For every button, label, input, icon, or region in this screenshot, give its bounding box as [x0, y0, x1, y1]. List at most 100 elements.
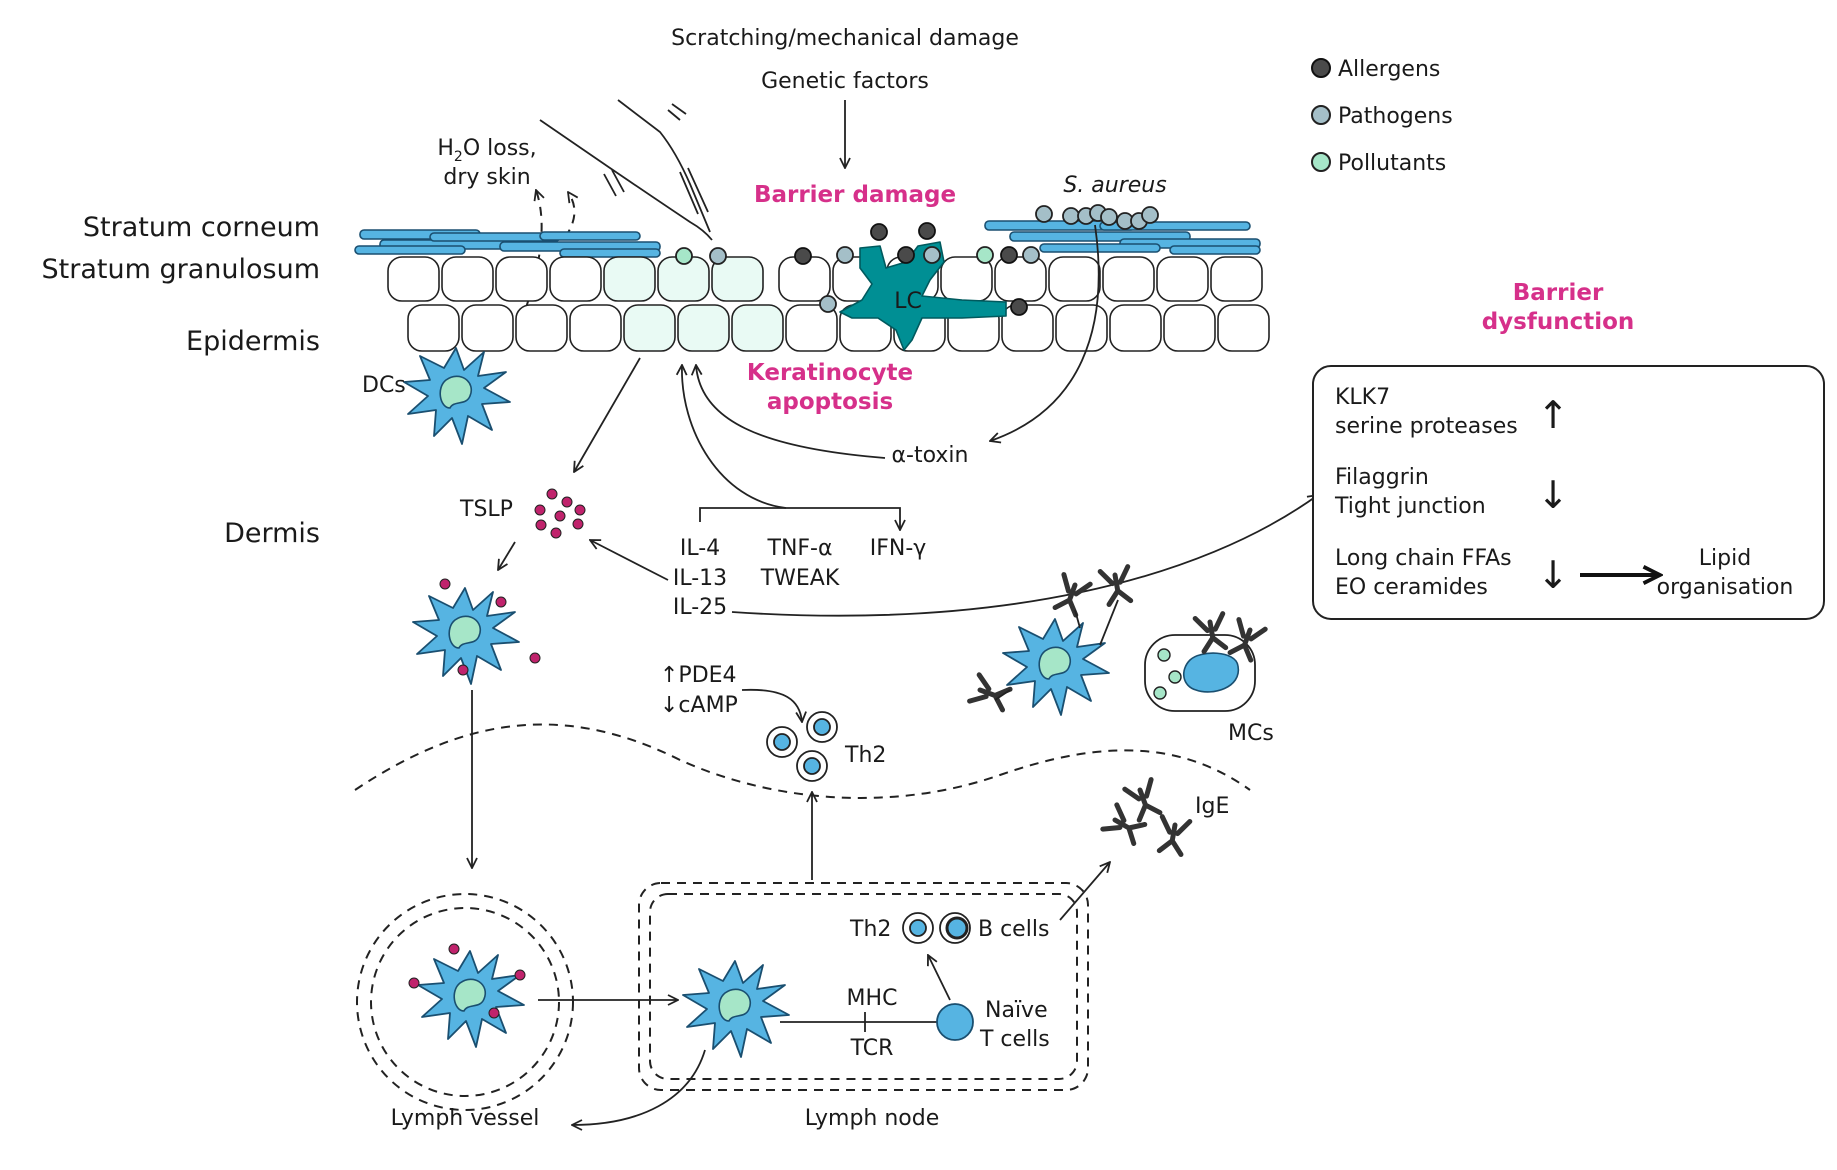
pathogen-icon: [923, 246, 941, 264]
dcs-label: DCs: [362, 373, 406, 398]
mast-cell-nucleus: [1183, 652, 1239, 693]
tweak-label: TWEAK: [760, 566, 840, 591]
legend-pollutants: Pollutants: [1338, 151, 1446, 176]
lymph-node-dendritic-cell: [682, 960, 790, 1058]
tslp-label: TSLP: [459, 497, 513, 522]
s-aureus-label: S. aureus: [1063, 173, 1166, 198]
allergen-icon: [794, 247, 812, 265]
legend-allergens: Allergens: [1338, 57, 1440, 82]
layer-stratum-granulosum: Stratum granulosum: [42, 254, 320, 285]
pollutant-icon: [675, 247, 693, 265]
stratum-granulosum-cells: [387, 256, 1263, 302]
pathogen-icon: [1141, 206, 1159, 224]
stratum-corneum-strands: [354, 220, 1261, 258]
lipid-label: Lipid: [1699, 546, 1751, 571]
tcr-label: TCR: [850, 1036, 894, 1061]
legend-pathogens: Pathogens: [1338, 104, 1453, 129]
naive-t-cell: [936, 1003, 974, 1041]
naive-to-effector-arrow: [928, 955, 951, 1001]
dendritic-cell-epidermis: [403, 347, 511, 445]
ffa-down-arrow: ↓: [1537, 553, 1569, 597]
ige-free-antibodies: [1103, 780, 1190, 855]
node-to-ige-arrow: [1059, 862, 1110, 921]
allergen-icon: [1000, 246, 1018, 264]
il25-label: IL-25: [673, 595, 727, 620]
b-cell-node: [939, 912, 971, 944]
lymph-vessel-inner: [370, 907, 560, 1097]
allergen-icon: [1010, 298, 1028, 316]
tight-junction-label: Tight junction: [1334, 494, 1486, 519]
pathogen-icon: [1022, 246, 1040, 264]
lymph-node-inner: [649, 893, 1078, 1080]
organisation-label: organisation: [1657, 575, 1794, 600]
pde4-to-th2-arrow: [741, 688, 802, 722]
apoptosis-label: apoptosis: [767, 389, 893, 415]
th2-node-label: Th2: [849, 917, 891, 942]
ige-dendritic-cell: [1002, 618, 1110, 716]
genetic-factors-label: Genetic factors: [761, 69, 929, 94]
il4-label: IL-4: [680, 536, 720, 561]
layer-stratum-corneum: Stratum corneum: [83, 212, 320, 243]
epidermis-cells: [407, 304, 1270, 352]
langerhans-cell: [839, 241, 1007, 351]
barrier-dysfunction-box: [1312, 365, 1825, 620]
klk7-label: KLK7: [1335, 385, 1390, 410]
alpha-toxin-to-keratinocyte-arrow: [696, 365, 886, 459]
ffa-label: Long chain FFAs: [1335, 546, 1512, 571]
th2-cells-dermis: [766, 711, 838, 782]
legend: Allergens Pathogens Pollutants: [1311, 57, 1453, 176]
pathogen-icon: [1035, 205, 1053, 223]
th2-cell-node: [902, 912, 934, 944]
pathogen-icon: [836, 246, 854, 264]
eo-ceramides-label: EO ceramides: [1335, 575, 1488, 600]
lymph-node-outer: [638, 882, 1089, 1091]
pathogen-icon: [1311, 105, 1331, 125]
tslp-to-dc-arrow: [498, 541, 516, 570]
s-aureus-to-alpha-toxin-arrow: [990, 224, 1100, 441]
allergen-icon: [897, 246, 915, 264]
klk7-up-arrow: ↑: [1537, 393, 1569, 437]
scratching-label: Scratching/mechanical damage: [671, 26, 1019, 51]
dry-skin-label: dry skin: [443, 165, 530, 190]
ige-label: IgE: [1195, 794, 1229, 819]
barrier-damage-label: Barrier damage: [754, 182, 956, 208]
camp-label: ↓cAMP: [660, 693, 738, 718]
pathogen-icon: [1100, 208, 1118, 226]
dc-dendrite-1: [1074, 609, 1081, 629]
cytokine-bracket: [699, 507, 900, 530]
il13-label: IL-13: [673, 566, 727, 591]
b-cells-label: B cells: [978, 917, 1049, 942]
h2o-loss-label: H2O loss,: [437, 136, 536, 165]
layer-dermis: Dermis: [224, 518, 320, 549]
mhc-label: MHC: [847, 986, 898, 1011]
t-cells-label: T cells: [979, 1027, 1050, 1052]
th2-dermis-label: Th2: [844, 743, 886, 768]
mhc-tcr-link: [780, 1012, 952, 1032]
mcs-label: MCs: [1228, 721, 1274, 746]
filaggrin-down-arrow: ↓: [1537, 473, 1569, 517]
lymph-node-label: Lymph node: [805, 1106, 940, 1131]
allergen-icon: [870, 223, 888, 241]
activated-dendritic-cell: [412, 578, 541, 685]
pathogen-icon: [1062, 207, 1080, 225]
allergen-icon: [1311, 58, 1331, 78]
dc-dendrite-3: [994, 689, 1011, 701]
scratching-fingers: [539, 99, 713, 241]
pathogen-icon: [709, 247, 727, 265]
cytokine-to-keratinocyte-arrow: [682, 365, 787, 509]
dc-dendrite-2: [1099, 599, 1119, 646]
filaggrin-label: Filaggrin: [1335, 465, 1429, 490]
allergen-icon: [918, 222, 936, 240]
mast-cell-granules: [1153, 648, 1182, 700]
ifn-label: IFN-γ: [870, 536, 927, 561]
lymph-vessel-dendritic-cell: [408, 943, 526, 1048]
tslp-molecules: [534, 488, 586, 539]
lymph-vessel-outer: [356, 893, 574, 1111]
alpha-toxin-label: α-toxin: [892, 443, 969, 468]
pde4-label: ↑PDE4: [660, 663, 737, 688]
tnf-label: TNF-α: [767, 536, 833, 561]
pollutant-icon: [1311, 152, 1331, 172]
dc-exit-arrow: [572, 1049, 706, 1125]
naive-label: Naïve: [985, 998, 1048, 1023]
